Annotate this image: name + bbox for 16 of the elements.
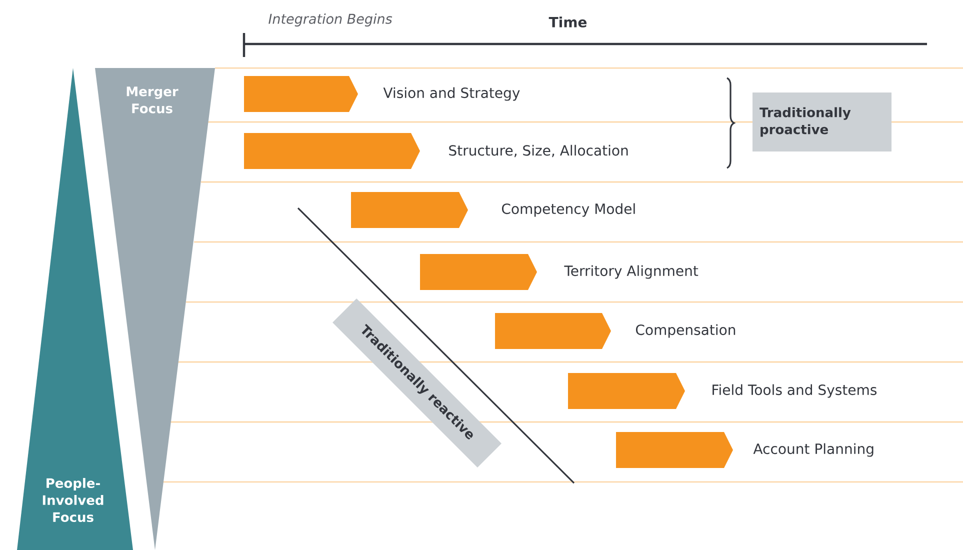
arrow-shape [244, 76, 358, 112]
arrow-shape [616, 432, 733, 468]
row-label: Vision and Strategy [383, 87, 520, 101]
arrow-shape [351, 192, 468, 228]
row-label: Competency Model [502, 203, 635, 217]
callout-box: Traditionally proactive [752, 92, 892, 152]
row-label: Field Tools and Systems [712, 384, 877, 398]
arrow-shape [568, 373, 685, 409]
row-label: Compensation [636, 324, 736, 338]
axis-label: Integration Begins [268, 13, 392, 27]
row-label: Territory Alignment [564, 265, 698, 279]
row-label: Structure, Size, Allocation [449, 144, 628, 158]
row-label: Account Planning [753, 443, 874, 457]
axis-label: Time [548, 16, 587, 28]
arrow-shape [495, 313, 611, 349]
arrow-shape [420, 254, 537, 290]
